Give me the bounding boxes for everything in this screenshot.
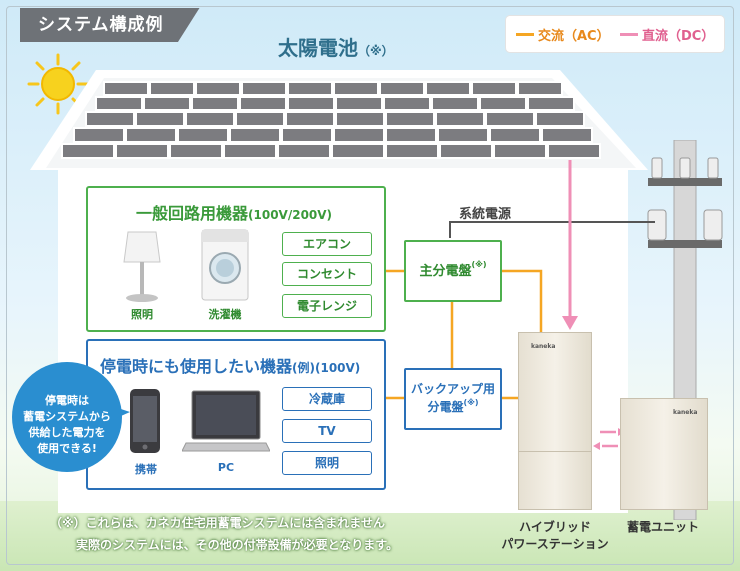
grid-power-label: 系統電源 xyxy=(459,207,512,222)
backup-appliance-box: 停電時にも使用したい機器(例)(100V) 携帯 PC 冷蔵庫 TV 照明 xyxy=(86,339,386,490)
backup-distribution-panel: バックアップ用 分電盤(※) xyxy=(404,368,502,430)
storage-unit-label: 蓄電ユニット xyxy=(626,520,699,534)
hybrid-power-station: kaneka xyxy=(518,332,592,510)
backup-title-note: (例)(100V) xyxy=(292,361,361,375)
bubble-line-3: 供給した電力を xyxy=(28,426,106,439)
solar-title-mark: （※） xyxy=(358,44,394,58)
page-title: システム構成例 xyxy=(20,8,200,42)
washing-machine-label: 洗濯機 xyxy=(208,308,242,321)
roof-with-solar-panels xyxy=(30,70,648,170)
footnote-line-2: 実際のシステムには、その他の付帯設備が必要となります。 xyxy=(76,538,399,552)
bubble-line-2: 蓄電システムから xyxy=(23,410,111,423)
storage-brand-logo: kaneka xyxy=(673,409,698,416)
hybrid-station-label: ハイブリッド パワーステーション xyxy=(490,518,620,552)
mobile-phone-label: 携帯 xyxy=(135,463,157,476)
backup-panel-line2: 分電盤 xyxy=(427,400,464,414)
fridge-item: 冷蔵庫 xyxy=(282,387,372,411)
bubble-line-4: 使用できる! xyxy=(37,442,97,455)
legend: 交流（AC） 直流（DC） xyxy=(506,16,724,52)
general-box-title: 一般回路用機器(100V/200V) xyxy=(136,200,332,224)
tv-item: TV xyxy=(282,419,372,443)
main-panel-mark: (※) xyxy=(471,260,487,269)
backup-title-text: 停電時にも使用したい機器 xyxy=(100,357,293,376)
ac-legend-label: 交流（AC） xyxy=(538,29,610,44)
hybrid-label-line1: ハイブリッド xyxy=(519,520,591,534)
ac-legend-line xyxy=(516,33,534,36)
storage-battery-unit: kaneka xyxy=(620,398,708,510)
general-title-text: 一般回路用機器 xyxy=(136,204,249,223)
mobile-phone-icon xyxy=(130,389,160,453)
hybrid-brand-logo: kaneka xyxy=(531,343,556,350)
hybrid-panel-seam xyxy=(519,451,591,452)
bubble-pointer xyxy=(112,406,130,420)
backup-box-title: 停電時にも使用したい機器(例)(100V) xyxy=(100,353,360,377)
washing-machine-icon xyxy=(201,229,249,301)
outlet-item: コンセント xyxy=(282,262,372,286)
lighting-item: 照明 xyxy=(282,451,372,475)
bubble-line-1: 停電時は xyxy=(45,394,89,407)
main-distribution-panel: 主分電盤(※) xyxy=(404,240,502,302)
footnote-line-1: （※）これらは、カネカ住宅用蓄電システムには含まれません xyxy=(50,516,385,530)
backup-panel-line2-wrap: 分電盤(※) xyxy=(406,398,500,415)
main-panel-label: 主分電盤 xyxy=(419,264,472,279)
dc-legend-line xyxy=(620,33,638,36)
solar-title-text: 太陽電池 xyxy=(278,36,358,60)
backup-panel-mark: (※) xyxy=(463,398,479,407)
lamp-icon xyxy=(123,231,161,302)
microwave-item: 電子レンジ xyxy=(282,294,372,318)
backup-panel-line1: バックアップ用 xyxy=(410,382,495,396)
laptop-label: PC xyxy=(217,461,235,474)
dc-legend-label: 直流（DC） xyxy=(642,29,715,44)
general-circuit-box: 一般回路用機器(100V/200V) 照明 洗濯機 エアコン コンセント 電子レ… xyxy=(86,186,386,332)
sun-icon xyxy=(27,53,89,115)
laptop-icon xyxy=(182,390,270,452)
lamp-label: 照明 xyxy=(131,308,153,321)
outage-info-bubble: 停電時は 蓄電システムから 供給した電力を 使用できる! xyxy=(12,362,122,472)
general-title-note: (100V/200V) xyxy=(248,208,333,222)
outer-frame xyxy=(6,6,734,565)
hybrid-label-line2: パワーステーション xyxy=(501,537,609,551)
main-panel-label-wrap: 主分電盤(※) xyxy=(406,260,500,279)
aircon-item: エアコン xyxy=(282,232,372,256)
solar-panel-title: 太陽電池（※） xyxy=(278,32,394,61)
